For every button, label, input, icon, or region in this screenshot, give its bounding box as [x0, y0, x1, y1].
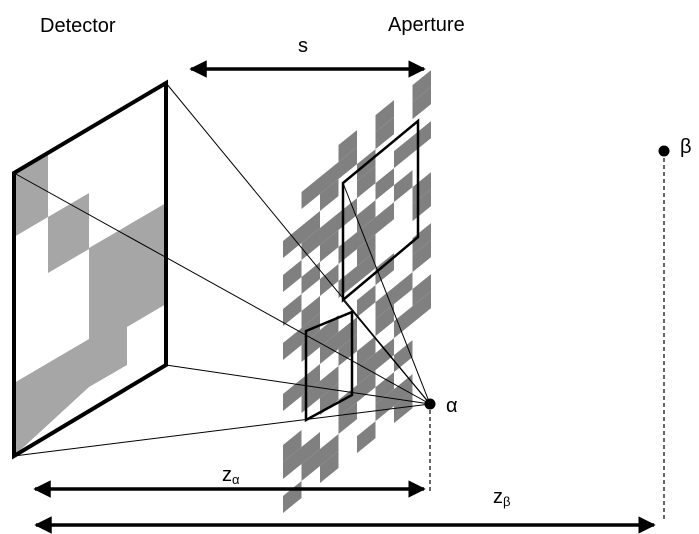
mask-cell: [375, 168, 394, 201]
mask-cell: [320, 264, 339, 296]
ray-alpha-to-detector-left-bottom: [13, 403, 431, 457]
mask-cell: [375, 338, 394, 371]
mask-cell: [338, 402, 357, 434]
mask-cell: [412, 87, 431, 120]
aperture-mask-cells: [283, 70, 431, 513]
mask-cell: [320, 366, 339, 398]
aperture-label: Aperture: [388, 14, 465, 36]
ray-alpha-to-detector-right-bottom: [165, 364, 431, 405]
detector-shadow-pattern: [14, 153, 166, 456]
mask-cell: [320, 179, 339, 211]
detector: [12, 79, 168, 460]
detector-label: Detector: [40, 15, 116, 37]
mask-cell: [375, 304, 394, 337]
mask-cell: [320, 434, 339, 466]
source-alpha: α: [424, 395, 458, 492]
mask-cell: [394, 170, 413, 203]
point-alpha-label: α: [446, 395, 458, 417]
mask-cell: [412, 223, 431, 256]
z-alpha-base: z: [222, 464, 232, 486]
z-alpha-subscript: α: [232, 472, 240, 487]
detector-shadow-3: [89, 203, 166, 387]
mask-cell: [394, 272, 413, 305]
z-beta-label: zβ: [493, 486, 510, 509]
mask-cell: [357, 251, 376, 284]
ray-alpha-to-detector-left-top: [13, 172, 431, 405]
mask-cell: [283, 481, 302, 513]
mask-cell: [283, 294, 302, 326]
z-alpha-label: zα: [222, 464, 240, 487]
mask-cell: [394, 374, 413, 407]
mask-cell: [338, 266, 357, 298]
mask-cell: [338, 232, 357, 264]
detector-shadow-1: [14, 153, 48, 237]
mask-cell: [320, 230, 339, 262]
mask-cell: [320, 213, 339, 245]
mask-cell: [357, 234, 376, 267]
mask-cell: [338, 147, 357, 179]
separation-label: s: [298, 35, 308, 57]
projection-rays: [13, 82, 431, 457]
mask-cell: [375, 389, 394, 422]
mask-cell: [375, 202, 394, 235]
mask-cell: [357, 336, 376, 369]
mask-cell: [301, 177, 320, 209]
detector-shadow-4: [14, 339, 89, 456]
mask-cell: [357, 217, 376, 250]
point-alpha: [424, 398, 436, 410]
aperture: [283, 70, 431, 513]
mask-cell: [357, 200, 376, 233]
dimension-arrows: [33, 60, 656, 534]
mask-cell: [283, 328, 302, 360]
ray-upper-window-corner-1: [342, 182, 431, 405]
aperture-window-upper: [341, 118, 420, 303]
mask-cell: [283, 379, 302, 411]
mask-cell: [283, 226, 302, 258]
mask-cell: [394, 136, 413, 169]
ray-alpha-to-detector-top: [165, 82, 431, 405]
mask-cell: [320, 162, 339, 194]
mask-cell: [375, 100, 394, 133]
ray-upper-window-corner-2: [342, 299, 431, 405]
aperture-window-lower: [304, 310, 354, 423]
mask-cell: [412, 240, 431, 273]
mask-cell: [301, 211, 320, 243]
mask-cell: [394, 306, 413, 339]
mask-cell: [412, 70, 431, 103]
mask-cell: [301, 296, 320, 328]
mask-cell: [357, 421, 376, 454]
mask-cell: [375, 117, 394, 150]
detector-shadow-2: [48, 193, 89, 273]
mask-cell: [375, 372, 394, 405]
mask-cell: [283, 447, 302, 479]
mask-cell: [357, 166, 376, 199]
mask-cell: [320, 451, 339, 483]
mask-cell: [412, 291, 431, 324]
mask-cell: [357, 285, 376, 318]
mask-cell: [301, 432, 320, 464]
source-beta: β: [658, 136, 692, 522]
mask-cell: [412, 274, 431, 307]
point-beta-label: β: [680, 136, 692, 158]
mask-cell: [338, 130, 357, 162]
point-beta: [658, 145, 670, 157]
mask-cell: [320, 383, 339, 415]
mask-cell: [412, 121, 431, 154]
mask-cell: [338, 198, 357, 230]
z-beta-subscript: β: [503, 494, 510, 509]
mask-cell: [394, 340, 413, 373]
mask-cell: [283, 260, 302, 292]
mask-cell: [375, 287, 394, 320]
mask-cell: [320, 315, 339, 347]
mask-cell: [301, 262, 320, 294]
mask-cell: [301, 228, 320, 260]
mask-cell: [283, 430, 302, 462]
z-beta-base: z: [493, 486, 503, 508]
mask-cell: [301, 449, 320, 481]
